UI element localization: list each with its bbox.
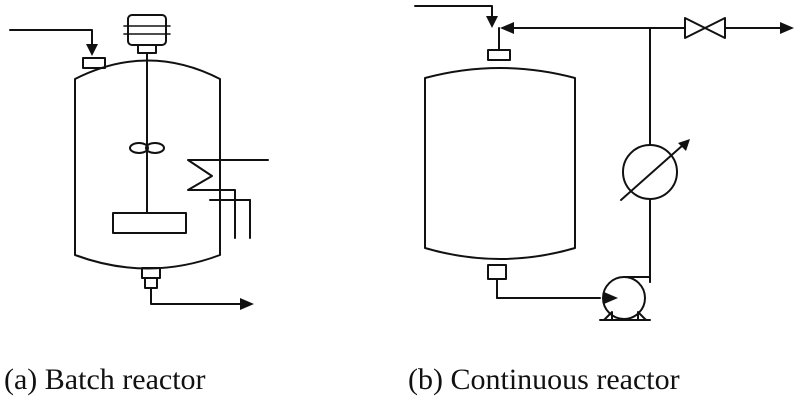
continuous-feed-inlet (414, 5, 498, 28)
caption-batch-reactor: (a) Batch reactor (4, 363, 206, 396)
batch-outlet (141, 267, 254, 310)
caption-continuous-reactor: (b) Continuous reactor (408, 363, 680, 396)
heat-exchanger (620, 139, 690, 201)
batch-vessel (74, 59, 221, 270)
batch-feed-arrow (86, 44, 98, 56)
batch-outlet-nozzle (141, 267, 161, 279)
pump-inlet-arrow (604, 292, 618, 304)
heating-coil (187, 159, 269, 239)
batch-inlet-nozzle (82, 57, 106, 69)
continuous-vessel (424, 67, 576, 260)
batch-reactor (9, 14, 269, 310)
continuous-top-nozzle (487, 49, 511, 61)
recycle-header (498, 22, 686, 35)
product-outlet-arrow (780, 22, 794, 34)
continuous-bottom-nozzle (487, 264, 507, 280)
impeller (129, 142, 165, 154)
recirculation-pump (599, 276, 651, 321)
continuous-reactor (414, 5, 794, 321)
batch-feed-inlet (9, 29, 106, 69)
product-valve (684, 17, 726, 39)
product-outlet (724, 22, 794, 34)
agitator-paddle (112, 212, 187, 234)
agitator-motor (123, 14, 171, 54)
continuous-feed-arrow (486, 16, 498, 28)
recycle-return-arrow (500, 22, 514, 34)
batch-outlet-arrow (240, 298, 254, 310)
